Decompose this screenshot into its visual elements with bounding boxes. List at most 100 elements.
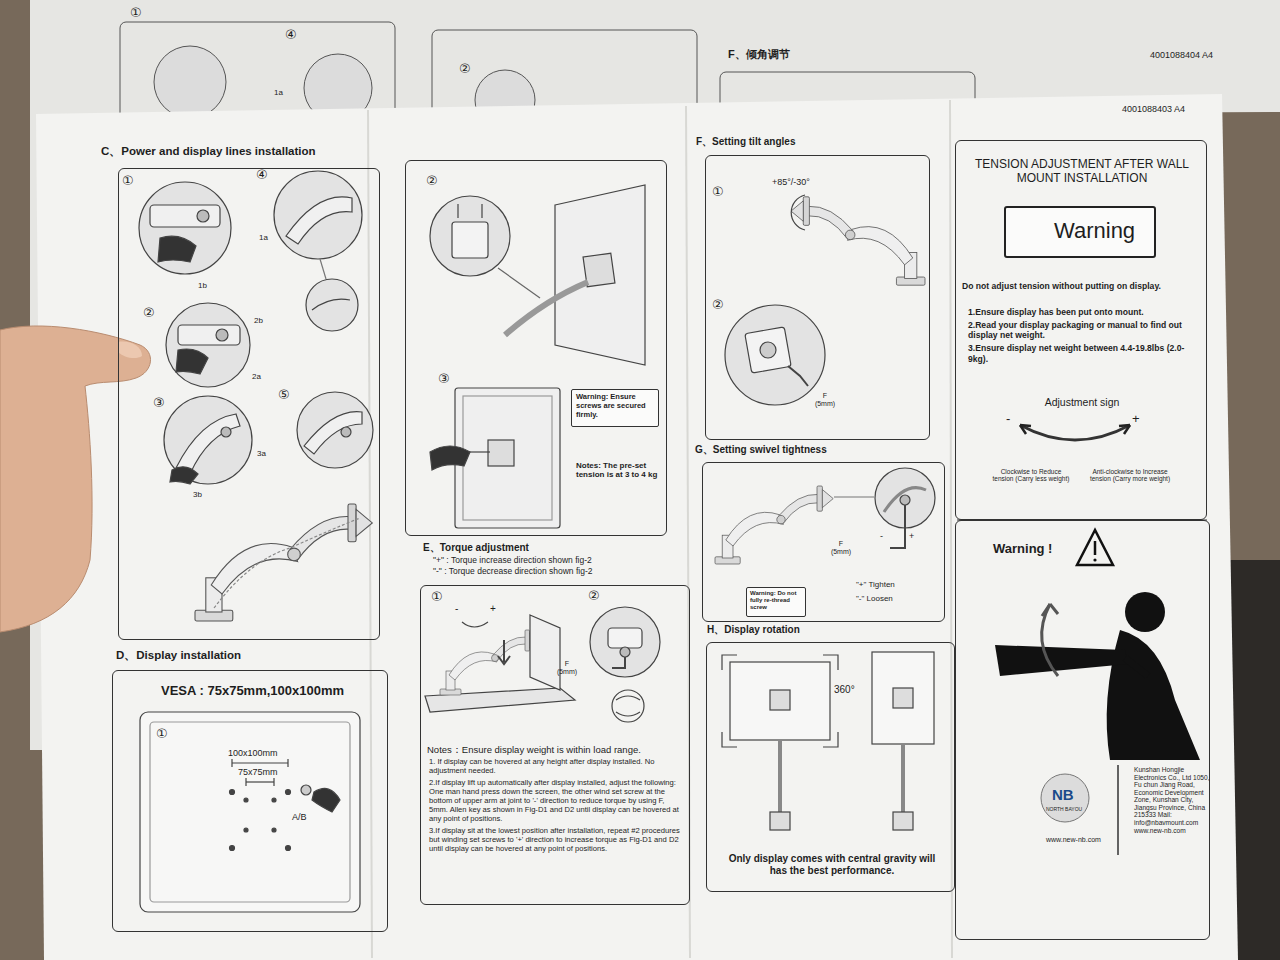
mount-figures-part [430,196,510,276]
tension-symbols-part [1020,425,1031,434]
rotation-figures-part [778,740,782,812]
cable-installation-figures-part [164,396,252,484]
hand [0,326,151,632]
callout-number: 1a [274,88,283,97]
instruction-text: 2.If display lift up automatically after… [429,779,685,824]
callout-number: ① [122,174,134,189]
mount-figures-part [498,268,540,298]
direction-sign: + [909,531,914,541]
vesa-figure-part [245,778,246,786]
callout-number: ④ [285,28,297,43]
tension-symbols-part [1020,425,1130,440]
instruction-text: Warning: Do not fully re-thread screw [750,590,805,611]
cable-installation-figures-part [297,392,373,468]
vesa-figure-part [230,846,235,851]
cable-installation-figures-part [216,329,228,341]
cable-installation-figures-part [312,299,350,310]
mount-figures-part [481,204,482,218]
rotation-figures [722,652,934,830]
mount-figures-part [430,446,470,470]
instruction-text: Adjustment sign [956,396,1208,408]
rotation-figures-part [730,662,830,740]
mount-figures-part [488,440,514,466]
cable-installation-figures-part [221,427,231,437]
front-sheet-part [950,100,952,958]
instruction-text: Warning: Ensure screws are secured firml… [576,393,656,420]
cable-installation-figures-part [150,205,220,227]
angle-label: 360° [834,684,855,696]
warning-silhouette [995,530,1200,760]
cable-installation-figures-part [170,467,198,484]
vesa-figure-part [312,788,340,812]
cable-installation-figures-part [166,303,250,387]
website: www.new-nb.com [1046,836,1101,844]
callout-number: ③ [153,396,165,411]
tool-label: F (5mm) [556,660,578,676]
tension-symbols [957,213,1207,520]
warning-box: Warning: Do not fully re-thread screw [746,587,806,617]
cable-installation-figures-part [176,349,208,374]
callout-number: ① [130,6,142,21]
instruction-panel: D、Display installationVESA : 75x75mm,100… [112,670,388,932]
cable-installation-figures-part [286,197,352,244]
tool-label: F (5mm) [830,540,852,556]
instruction-panel: Notes: The pre-set tension is at 3 to 4 … [405,160,667,536]
vesa-figure-part [150,722,350,902]
vesa-figure-part [231,759,232,767]
vesa-figure-part [230,790,235,795]
dimension-label: 75x75mm [238,767,278,777]
callout-number: ② [459,62,471,77]
direction-sign: + [490,603,496,615]
section-heading: H、Display rotation [707,624,947,636]
mount-figures-part [505,282,588,335]
tension-panel: TENSION ADJUSTMENT AFTER WALL MOUNT INST… [955,140,1207,520]
warning-panel: Warning ! [955,520,1210,940]
instruction-text: Warning ! [993,541,1113,556]
tool-label: F (5mm) [814,392,836,408]
callout-number: ① [712,185,724,200]
cable-installation-figures-part [274,171,362,259]
warning-silhouette-part [1077,530,1113,565]
mount-figures-part [463,396,552,520]
back-sheet-part [120,22,395,122]
torque-figures-part [462,622,488,627]
front-sheet-part [368,110,372,958]
callout-number: ② [588,589,600,604]
vesa-figure [140,712,360,912]
cable-installation-figures-part [341,427,351,437]
torque-figures-part [620,647,630,657]
swivel-figures-part [715,486,833,564]
warning-silhouette-part [1094,541,1097,555]
section-heading: F、Setting tilt angles [696,136,916,148]
instruction-text: Notes: The pre-set tension is at 3 to 4 … [576,461,662,480]
warning-silhouette-part [1125,658,1148,676]
section-heading: E、Torque adjustment [423,542,688,554]
vesa-figure-part [286,846,291,851]
cable-installation-figures-part [158,236,196,262]
callout-number: 2b [254,316,263,325]
warning-silhouette-part [1042,604,1058,676]
mount-figures-part [457,204,458,218]
direction-sign: - [1006,412,1010,427]
warning-silhouette-part [995,645,1128,676]
instruction-text: Warning [1054,218,1154,244]
brand-logo-text: NB [1052,786,1074,803]
front-sheet [36,94,1238,960]
company-address: Kunshan Hongjie Electronics Co., Ltd 105… [1134,766,1210,834]
torque-figures-part [440,630,539,695]
vesa-figure-part [140,712,360,912]
torque-figures-part [612,657,625,668]
torque-figures-part [530,615,560,690]
vesa-figure-part [232,762,288,763]
instruction-text: Do not adjust tension without putting on… [962,281,1204,291]
part-number: 4001088403 A4 [1122,104,1185,114]
mount-figures-part [468,451,490,452]
section-heading: F、倾角调节 [728,48,790,61]
tilt-figures-part [788,366,808,386]
vesa-figure-part [244,828,248,832]
section-heading: D、Display installation [116,649,388,663]
tilt-figures-part [791,195,805,230]
torque-figures-part [616,696,640,700]
instruction-text: 3.If display sit at the lowest position … [429,827,685,854]
warning-silhouette-part [1042,604,1058,616]
